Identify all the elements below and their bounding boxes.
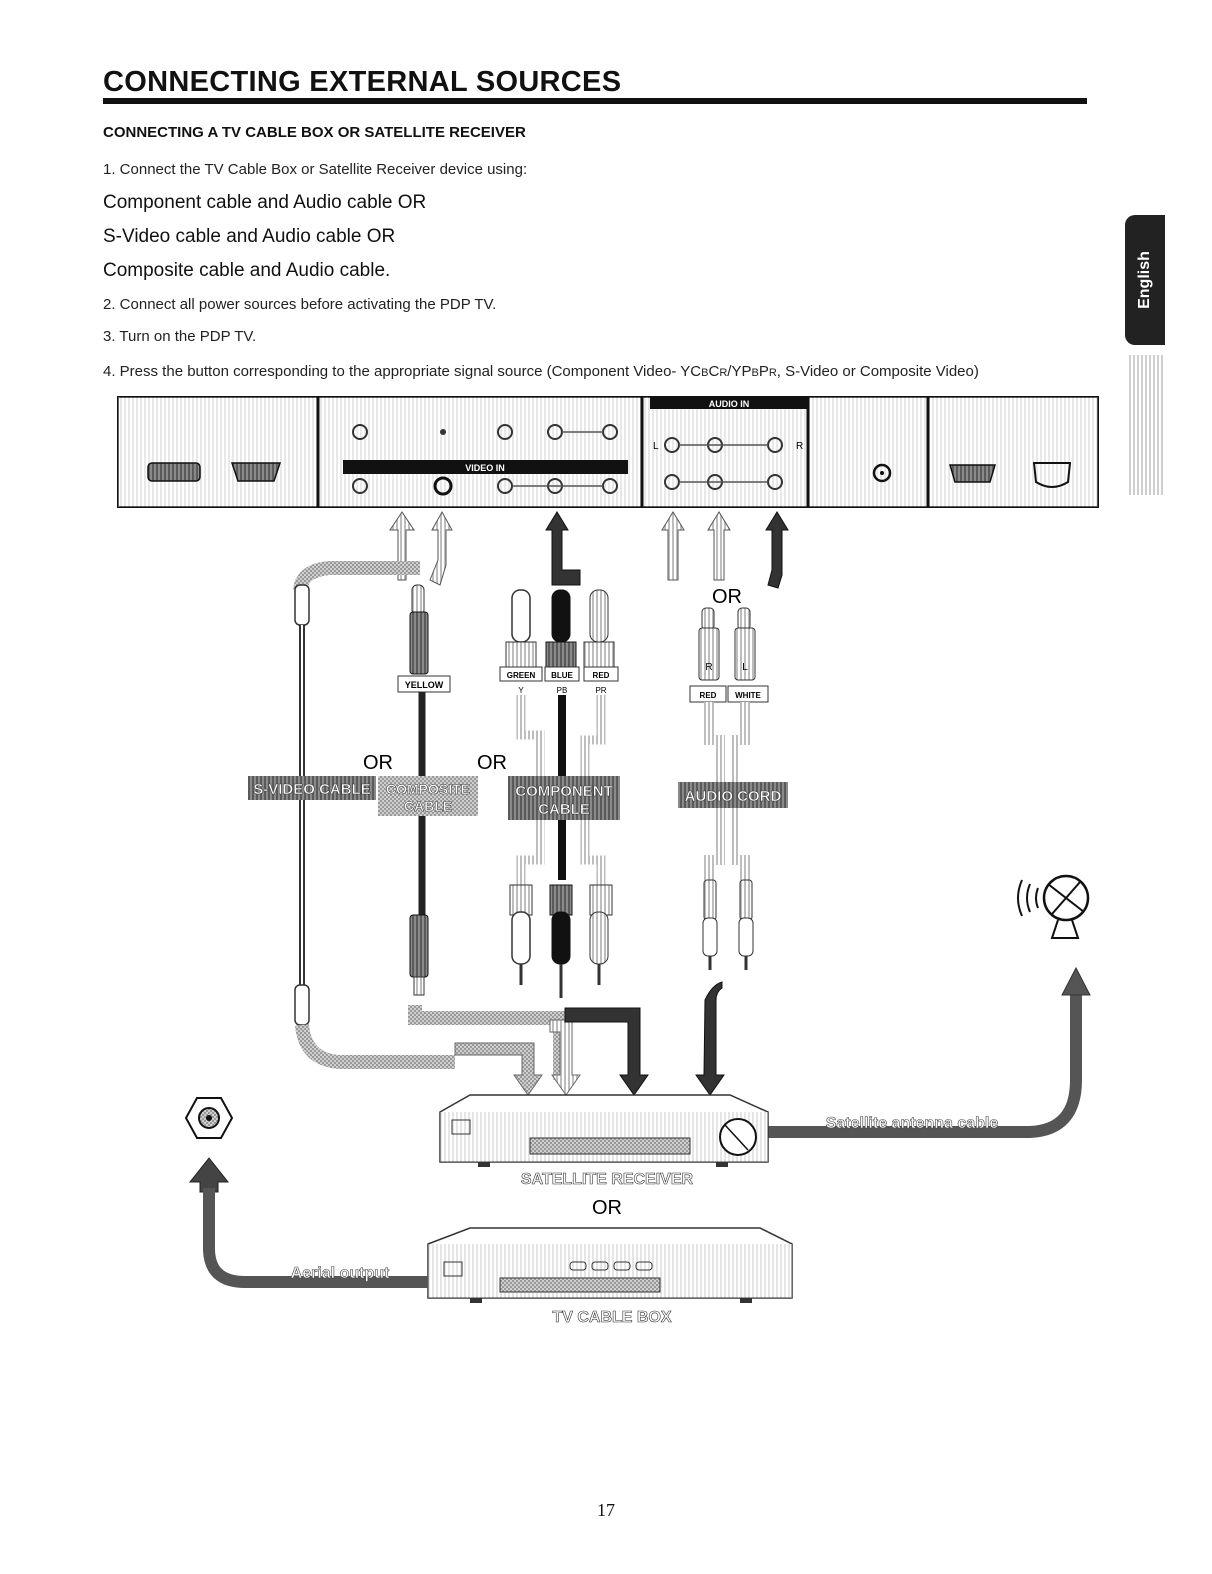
step-2: 2. Connect all power sources before acti…: [103, 296, 497, 313]
input-arrows: [389, 510, 789, 589]
video-in-label: VIDEO IN: [465, 463, 505, 473]
jack-1: [352, 424, 368, 440]
rgb-port: [230, 462, 282, 482]
tv-cable-box-label: TV CABLE BOX: [552, 1309, 671, 1326]
component-cable-graphic: GREEN BLUE RED Y PB PR: [499, 589, 619, 998]
satellite-receiver-label: SATELLITE RECEIVER: [521, 1171, 694, 1188]
or-label-bottom: OR: [592, 1197, 622, 1219]
step-4-sub-b1: B: [701, 367, 709, 379]
or-label-left: OR: [363, 752, 393, 774]
pr-label: PR: [595, 686, 606, 695]
svideo-cable-box: [248, 776, 376, 800]
satellite-antenna-cable: [764, 992, 1082, 1138]
blue-tag-label: BLUE: [551, 671, 573, 680]
step-4-text-c: C: [708, 363, 720, 380]
step-4-sub-b2: B: [751, 367, 759, 379]
pb-label: PB: [557, 686, 568, 695]
composite-cable-label-2: CABLE: [404, 798, 452, 814]
language-tab: English: [1125, 215, 1165, 345]
green-tag-label: GREEN: [507, 671, 536, 680]
red-audio-tag-label: RED: [700, 691, 717, 700]
composite-cable-box: [378, 776, 478, 816]
component-cable-label-2: CABLE: [538, 801, 590, 818]
video-in-bar: [343, 460, 628, 474]
step-3: 3. Turn on the PDP TV.: [103, 328, 257, 345]
audio-r-label: R: [796, 441, 803, 452]
service-port: [948, 464, 997, 483]
option-svideo: S-Video cable and Audio cable OR: [103, 226, 396, 247]
step-4-text-end: , S-Video or Composite Video): [776, 363, 979, 380]
yellow-tag-label: YELLOW: [405, 680, 444, 690]
red-tag-label: RED: [593, 671, 610, 680]
satellite-antenna-cable-label: Satellite antenna cable: [826, 1115, 999, 1132]
audio-cord-label: AUDIO CORD: [685, 788, 782, 805]
audio-l-label: L: [653, 441, 659, 452]
plug-r-label: R: [705, 662, 712, 673]
step-1: 1. Connect the TV Cable Box or Satellite…: [103, 161, 528, 178]
step-4-sub-r2: R: [768, 367, 777, 379]
component-cable-label-1: COMPONENT: [515, 783, 613, 800]
ac-inlet: [1032, 462, 1072, 488]
svideo-cable-label: S-VIDEO CABLE: [253, 781, 371, 798]
aerial-connector-icon: [184, 1097, 234, 1139]
step-4-text-yp: /YP: [727, 363, 752, 380]
satellite-arrow: [1061, 966, 1091, 996]
step-4-sub-r1: R: [719, 367, 728, 379]
antenna-jack: [872, 463, 892, 483]
audio-in-label: AUDIO IN: [709, 399, 750, 409]
jack-6: [352, 478, 368, 494]
tab-hatch-strip: [1129, 355, 1163, 495]
aerial-cable: [203, 1188, 428, 1288]
composite-cable-label-1: COMPOSITE: [386, 781, 470, 797]
step-4: 4. Press the button corresponding to the…: [103, 363, 979, 380]
red-tag: [583, 666, 619, 682]
svideo-cable-graphic: [294, 584, 455, 1069]
green-tag: [499, 666, 543, 682]
jack-2: [440, 429, 446, 435]
receiver-arrows: [454, 981, 725, 1096]
white-audio-tag-label: WHITE: [735, 691, 761, 700]
y-label: Y: [518, 686, 524, 695]
aerial-arrow: [188, 1157, 230, 1193]
jack-3: [497, 424, 513, 440]
option-component: Component cable and Audio cable OR: [103, 192, 427, 213]
satellite-receiver-graphic: [439, 1094, 769, 1167]
or-label-mid: OR: [477, 752, 507, 774]
section-subtitle: CONNECTING A TV CABLE BOX OR SATELLITE R…: [103, 124, 526, 141]
or-label-top: OR: [712, 586, 742, 608]
audio-cord-box: [678, 782, 788, 808]
step-4-text-p: P: [758, 363, 769, 380]
aerial-output-label: Aerial output: [291, 1265, 390, 1282]
plug-l-label: L: [742, 662, 748, 673]
page-number: 17: [597, 1500, 615, 1520]
page-title: CONNECTING EXTERNAL SOURCES: [103, 66, 622, 98]
satellite-dish-icon: [1017, 874, 1090, 939]
title-underline: [103, 98, 1087, 104]
dvi-port: [147, 462, 201, 482]
option-composite: Composite cable and Audio cable.: [103, 260, 391, 281]
tv-back-panel: VIDEO IN AUDIO IN L R: [117, 396, 1099, 508]
blue-tag: [544, 666, 580, 682]
component-cable-box: [508, 776, 620, 820]
svideo-jack: [433, 476, 453, 496]
tv-cable-box-graphic: [427, 1227, 793, 1303]
audio-in-bar: [650, 397, 808, 409]
step-4-text-a: 4. Press the button corresponding to the…: [103, 363, 702, 380]
